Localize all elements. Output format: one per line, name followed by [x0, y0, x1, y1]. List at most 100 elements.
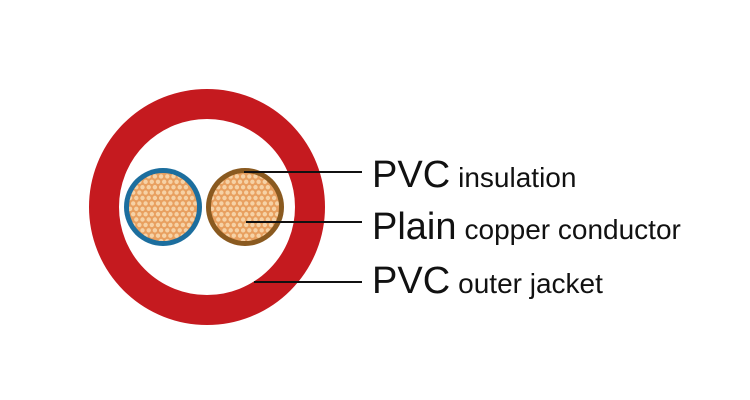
- copper-strand: [173, 221, 180, 228]
- copper-strand: [255, 221, 262, 228]
- copper-strand: [212, 200, 219, 207]
- copper-strand: [170, 216, 177, 223]
- copper-strand: [221, 227, 228, 234]
- copper-strand: [164, 205, 171, 212]
- copper-strand: [164, 184, 171, 191]
- copper-strand: [148, 211, 155, 218]
- copper-strand: [158, 238, 165, 241]
- copper-strand: [261, 189, 268, 196]
- copper-strand: [243, 221, 250, 228]
- copper-strand: [252, 194, 259, 201]
- label-main: Plain: [372, 206, 457, 248]
- copper-strand: [240, 194, 247, 201]
- copper-strand: [230, 178, 237, 185]
- copper-strand: [145, 194, 152, 201]
- copper-strand: [224, 200, 231, 207]
- copper-strand: [261, 211, 268, 218]
- copper-strand: [264, 205, 271, 212]
- copper-strand: [154, 189, 161, 196]
- copper-strand: [236, 178, 243, 185]
- copper-strand: [173, 211, 180, 218]
- copper-strand: [164, 238, 171, 241]
- copper-strand: [167, 200, 174, 207]
- copper-strand: [230, 200, 237, 207]
- copper-strand: [158, 227, 165, 234]
- copper-strand: [267, 200, 274, 207]
- copper-strand: [230, 189, 237, 196]
- copper-strand: [151, 205, 158, 212]
- copper-strand: [139, 184, 146, 191]
- copper-strand: [179, 221, 186, 228]
- copper-strand: [233, 173, 240, 180]
- copper-strand: [264, 184, 271, 191]
- copper-strand: [236, 232, 243, 239]
- label-detail: insulation: [458, 162, 577, 193]
- copper-strand: [236, 211, 243, 218]
- copper-strand: [179, 189, 186, 196]
- copper-strand: [224, 211, 231, 218]
- copper-strand: [258, 205, 265, 212]
- copper-strand: [185, 189, 192, 196]
- copper-strand: [170, 184, 177, 191]
- copper-strand: [240, 216, 247, 223]
- copper-strand: [167, 211, 174, 218]
- copper-strand: [249, 211, 256, 218]
- copper-strand: [185, 221, 192, 228]
- copper-strand: [233, 216, 240, 223]
- copper-strand: [189, 205, 196, 212]
- copper-strand: [246, 194, 253, 201]
- copper-strand: [182, 194, 189, 201]
- copper-strand: [243, 178, 250, 185]
- copper-strand: [243, 211, 250, 218]
- copper-strand: [243, 189, 250, 196]
- copper-strand: [243, 232, 250, 239]
- copper-strand: [218, 211, 225, 218]
- outer-jacket-ring: [89, 89, 325, 325]
- copper-strand: [246, 227, 253, 234]
- copper-strand: [173, 200, 180, 207]
- copper-strand: [227, 216, 234, 223]
- copper-strand: [246, 205, 253, 212]
- copper-strand: [173, 189, 180, 196]
- copper-strand: [218, 189, 225, 196]
- copper-strand: [158, 205, 165, 212]
- copper-strand: [161, 232, 168, 239]
- copper-strand: [133, 216, 140, 223]
- copper-strand: [148, 178, 155, 185]
- copper-strand: [154, 232, 161, 239]
- label-detail: outer jacket: [458, 268, 603, 299]
- copper-strand: [145, 184, 152, 191]
- copper-strand: [164, 216, 171, 223]
- right-copper-strands: [211, 173, 279, 241]
- copper-strand: [261, 221, 268, 228]
- copper-strand: [167, 189, 174, 196]
- copper-strand: [227, 205, 234, 212]
- copper-strand: [267, 211, 274, 218]
- copper-strand: [148, 189, 155, 196]
- copper-strand: [233, 194, 240, 201]
- copper-strand: [236, 200, 243, 207]
- copper-strand: [227, 194, 234, 201]
- copper-strand: [176, 184, 183, 191]
- copper-strand: [252, 184, 259, 191]
- copper-strand: [158, 184, 165, 191]
- copper-strand: [158, 173, 165, 180]
- copper-strand: [142, 189, 149, 196]
- label-main: PVC: [372, 260, 451, 302]
- copper-strand: [189, 194, 196, 201]
- copper-strand: [136, 211, 143, 218]
- copper-strand: [148, 221, 155, 228]
- copper-strand: [240, 238, 247, 241]
- copper-strand: [271, 205, 278, 212]
- copper-strand: [151, 194, 158, 201]
- copper-strand: [142, 178, 149, 185]
- copper-strand: [176, 194, 183, 201]
- copper-strand: [164, 227, 171, 234]
- copper-strand: [227, 227, 234, 234]
- copper-strand: [136, 189, 143, 196]
- copper-strand: [133, 205, 140, 212]
